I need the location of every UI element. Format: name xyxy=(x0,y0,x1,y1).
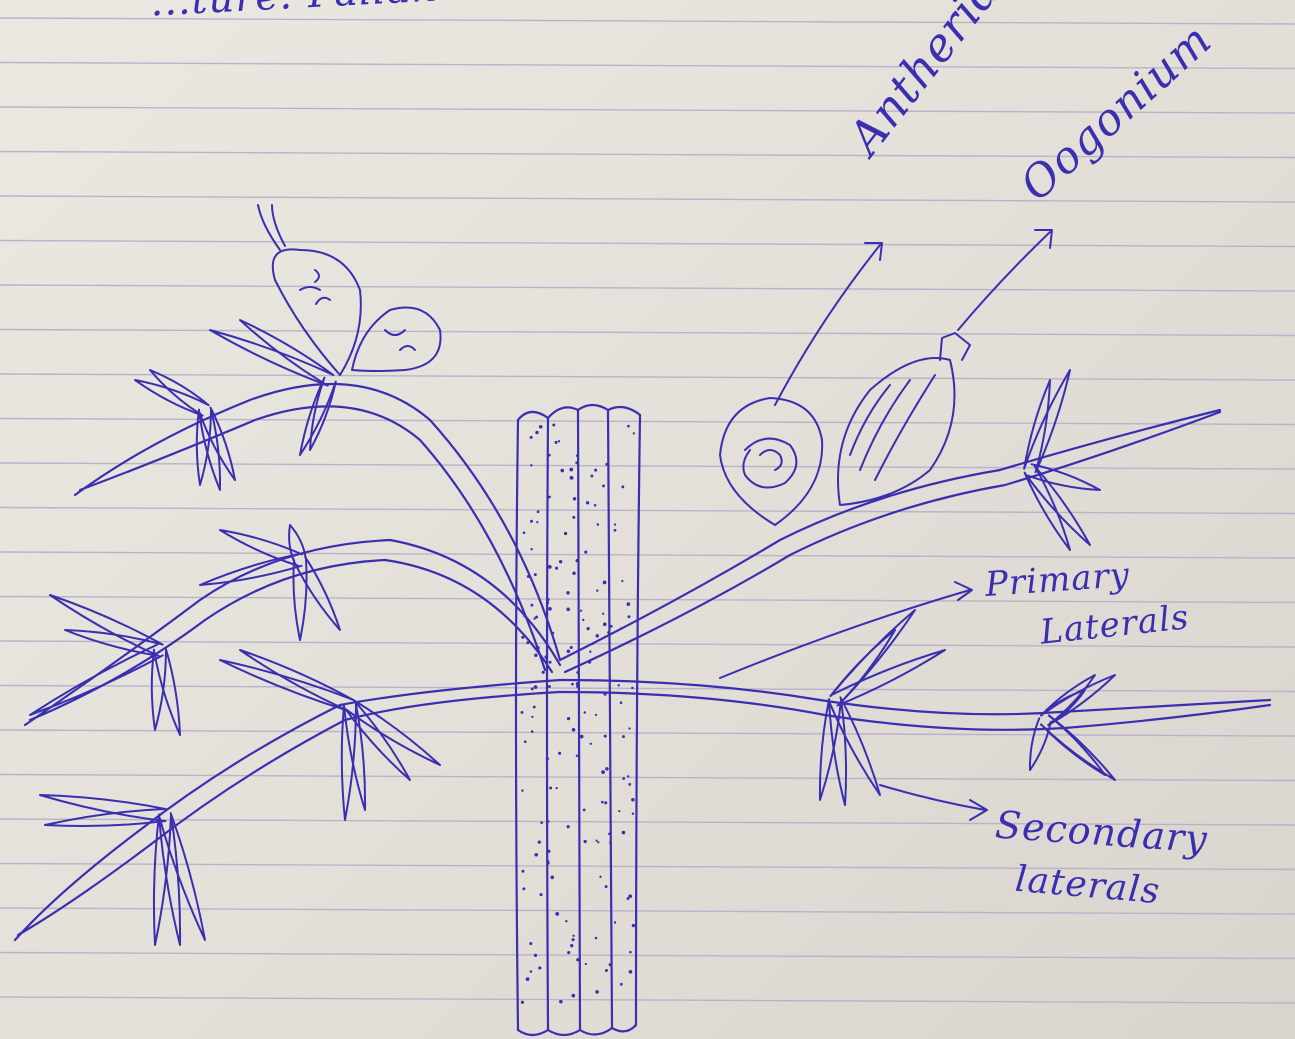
antheridium-upper-left xyxy=(352,308,441,372)
main-axis xyxy=(516,405,640,1035)
ruled-lines xyxy=(0,18,1295,1003)
label-pointers xyxy=(720,230,1052,820)
antheridium-right xyxy=(720,398,822,525)
